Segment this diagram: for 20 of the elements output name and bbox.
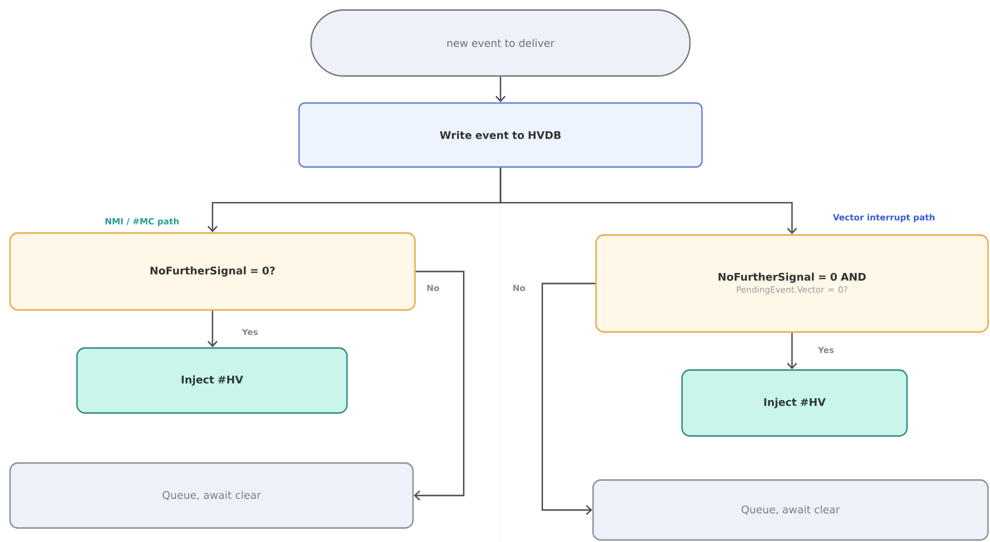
process-box: Queue, await clear — [9, 462, 414, 529]
arrow — [207, 310, 218, 348]
decision-box: NoFurtherSignal = 0 AND PendingEvent.Vector = 0? — [595, 234, 989, 333]
process-box: Inject #HV — [681, 369, 908, 437]
process-box: Queue, await clear — [592, 479, 989, 541]
process-box: Write event to HVDB — [298, 102, 703, 168]
edge-label: No — [426, 284, 440, 292]
arrow — [786, 332, 798, 370]
edge-label: No — [512, 284, 526, 292]
edge-label: Yes — [816, 346, 836, 354]
edge-label: Yes — [240, 328, 260, 336]
process-box: Inject #HV — [76, 347, 348, 414]
arrow — [500, 168, 798, 234]
arrow — [542, 282, 596, 516]
decision-box: NoFurtherSignal = 0? — [9, 232, 416, 311]
edge-label: Vector interrupt path — [832, 212, 936, 224]
start-terminal: new event to deliver — [310, 9, 691, 77]
arrow — [495, 76, 506, 102]
arrow — [414, 270, 464, 501]
edge-label: NMI / #MC path — [104, 216, 180, 228]
